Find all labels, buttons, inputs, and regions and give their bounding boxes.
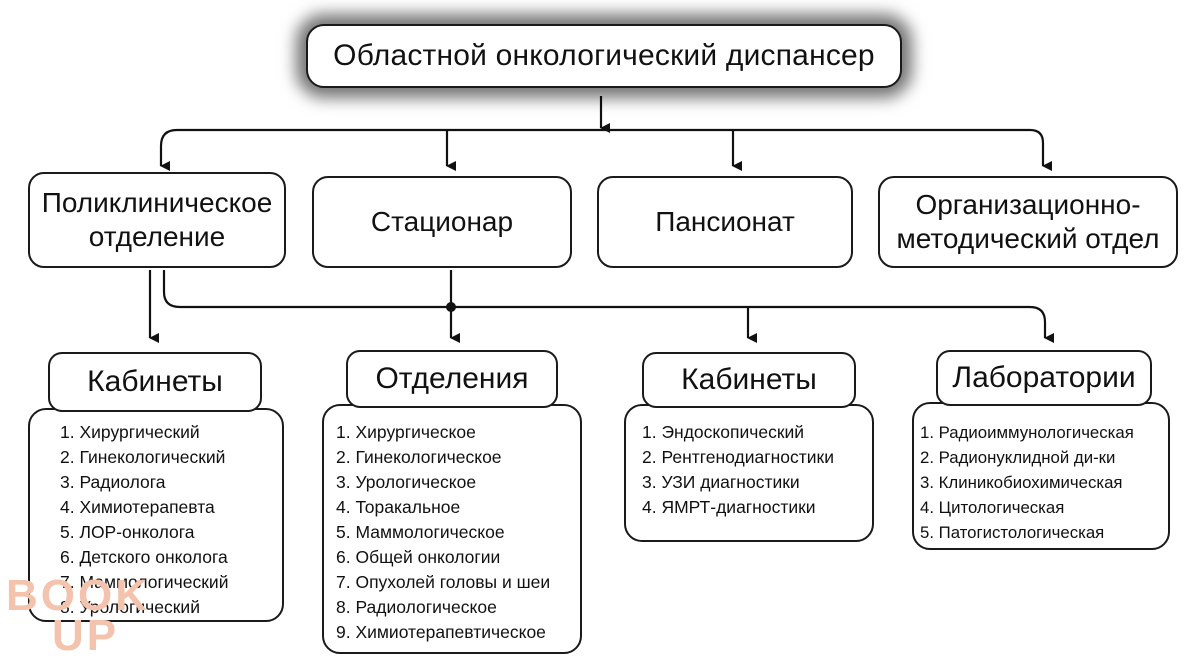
list-item: 1. Радиоиммунологическая <box>920 423 1134 442</box>
unit-polyclinic-line-2: отделение <box>88 221 226 252</box>
watermark-line-1: BOOK <box>6 571 150 620</box>
unit-orgmethod: Организационно- методический отдел <box>878 176 1178 268</box>
bookup-watermark-logo: BOOK UP <box>6 571 156 662</box>
junction-dot <box>446 302 456 312</box>
list-item: 1. Хирургическое <box>336 422 476 442</box>
group-header-cabinets-polyclinic: Кабинеты <box>48 352 262 412</box>
list-item: 6. Общей онкологии <box>336 547 501 567</box>
group-title: Лаборатории <box>952 361 1136 394</box>
list-item: 5. ЛОР-онколога <box>60 522 195 542</box>
watermark-line-2: UP <box>52 610 120 660</box>
unit-orgmethod-line-2: методический отдел <box>896 223 1160 254</box>
list-item: 7. Опухолей головы и шеи <box>336 572 551 592</box>
unit-pension-label: Пансионат <box>655 206 795 237</box>
bus-to-labs <box>162 270 1054 343</box>
list-item: 3. УЗИ диагностики <box>642 472 800 492</box>
list-item: 4. ЯМРТ-диагностики <box>642 497 816 517</box>
list-item: 1. Хирургический <box>60 422 200 442</box>
arrow-to-orgmethod <box>1029 128 1052 171</box>
list-item: 5. Патогистологическая <box>920 523 1105 542</box>
list-item: 2. Рентгенодиагностики <box>642 447 834 467</box>
list-item: 2. Гинекологическое <box>336 447 502 467</box>
list-item: 3. Клиникобиохимическая <box>920 473 1123 492</box>
list-item: 3. Урологическое <box>336 472 477 492</box>
group-header-laboratories: Лаборатории <box>936 350 1152 406</box>
list-item: 8. Урологический <box>60 597 200 617</box>
item-list: 1. Радиоиммунологическая 2. Радионуклидн… <box>920 420 1168 545</box>
unit-hospital-label: Стационар <box>370 206 514 237</box>
list-item: 2. Гинекологический <box>60 447 226 467</box>
list-item: 3. Радиолога <box>60 472 166 492</box>
list-departments: 1. Хирургическое 2. Гинекологическое 3. … <box>322 404 582 654</box>
list-item: 1. Эндоскопический <box>642 422 805 442</box>
list-item: 4. Химиотерапевта <box>60 497 215 517</box>
item-list: 1. Хирургический 2. Гинекологический 3. … <box>60 420 282 620</box>
unit-polyclinic: Поликлиническое отделение <box>28 172 286 268</box>
list-cabinets-diagnostics: 1. Эндоскопический 2. Рентгенодиагностик… <box>624 404 874 542</box>
list-item: 9. Химиотерапевтическое <box>336 622 546 642</box>
item-list: 1. Эндоскопический 2. Рентгенодиагностик… <box>642 420 872 520</box>
group-header-departments: Отделения <box>346 350 558 408</box>
list-item: 7. Маммологический <box>60 572 229 592</box>
list-item: 4. Цитологическая <box>920 498 1065 517</box>
unit-polyclinic-line-1: Поликлиническое <box>41 187 273 218</box>
group-header-cabinets-diagnostics: Кабинеты <box>642 352 856 408</box>
list-cabinets-polyclinic: 1. Хирургический 2. Гинекологический 3. … <box>28 408 284 622</box>
unit-pension: Пансионат <box>597 176 853 268</box>
list-item: 6. Детского онколога <box>60 547 228 567</box>
dispensary-title: Областной онкологический диспансер <box>333 39 875 72</box>
group-title: Кабинеты <box>681 363 817 396</box>
dispensary-title-box: Областной онкологический диспансер <box>306 24 902 88</box>
item-list: 1. Хирургическое 2. Гинекологическое 3. … <box>336 420 580 645</box>
arrow-to-polyclinic <box>159 128 178 171</box>
list-item: 2. Радионуклидной ди-ки <box>920 448 1116 467</box>
list-item: 4. Торакальное <box>336 497 461 517</box>
unit-hospital: Стационар <box>312 176 572 268</box>
unit-orgmethod-line-1: Организационно- <box>915 189 1141 220</box>
list-item: 8. Радиологическое <box>336 597 497 617</box>
list-item: 5. Маммологическое <box>336 522 505 542</box>
group-title: Отделения <box>375 362 529 395</box>
list-laboratories: 1. Радиоиммунологическая 2. Радионуклидн… <box>912 402 1170 550</box>
group-title: Кабинеты <box>87 365 223 398</box>
